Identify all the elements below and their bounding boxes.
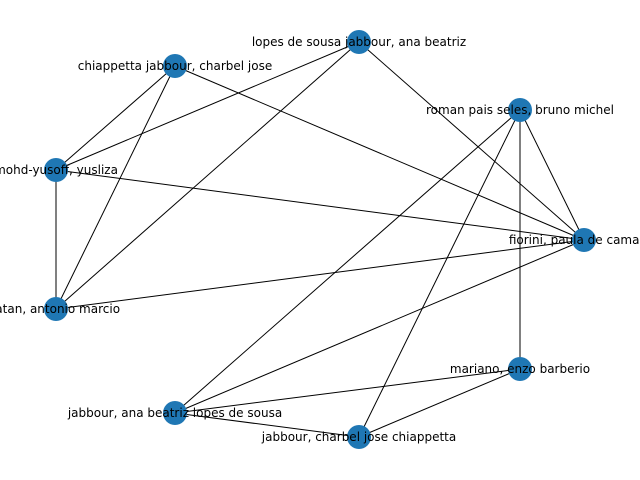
node-label-lopes_de_sousa: lopes de sousa jabbour, ana beatriz — [252, 35, 466, 49]
node-jabbour_charbel — [347, 425, 371, 449]
node-fiorini — [572, 228, 596, 252]
node-roman_pais_seles — [508, 98, 532, 122]
node-label-roman_pais_seles: roman pais seles, bruno michel — [426, 103, 614, 117]
edge-roman_pais_seles-fiorini — [519, 109, 585, 241]
edge-lopes_de_sousa-fiorini — [358, 41, 585, 241]
edge-chiappetta_jabbour-yusoff — [55, 65, 176, 171]
edge-roman_pais_seles-jabbour_charbel — [358, 109, 521, 438]
node-label-yusoff: mohd-yusoff, yusliza — [0, 163, 118, 177]
node-label-fiorini: fiorini, paula de camargo — [509, 233, 640, 247]
node-jabbour_ana — [163, 401, 187, 425]
node-label-jabbour_ana: jabbour, ana beatriz lopes de sousa — [67, 406, 282, 420]
edge-roman_pais_seles-jabbour_ana — [174, 109, 521, 414]
node-label-jabbour_charbel: jabbour, charbel jose chiappetta — [261, 430, 456, 444]
node-lopes_de_sousa — [347, 30, 371, 54]
edge-chiappetta_jabbour-latan — [55, 65, 176, 310]
edge-lopes_de_sousa-latan — [55, 41, 360, 310]
edges-layer — [55, 41, 585, 438]
labels-layer: lopes de sousa jabbour, ana beatriz chiap… — [0, 35, 640, 444]
edge-yusoff-fiorini — [55, 169, 585, 241]
edge-lopes_de_sousa-yusoff — [55, 41, 360, 171]
node-mariano — [508, 357, 532, 381]
edge-jabbour_ana-mariano — [174, 368, 521, 414]
node-label-latan: latan, antonio marcio — [0, 302, 120, 316]
node-latan — [44, 297, 68, 321]
node-yusoff — [44, 158, 68, 182]
edge-fiorini-jabbour_ana — [174, 239, 585, 414]
edge-jabbour_charbel-mariano — [358, 368, 521, 438]
nodes-layer — [44, 30, 596, 449]
edge-chiappetta_jabbour-fiorini — [174, 65, 585, 241]
node-label-chiappetta_jabbour: chiappetta jabbour, charbel jose — [78, 59, 272, 73]
edge-latan-fiorini — [55, 239, 585, 310]
node-label-mariano: mariano, enzo barberio — [450, 362, 590, 376]
node-chiappetta_jabbour — [163, 54, 187, 78]
edge-jabbour_ana-jabbour_charbel — [174, 412, 360, 438]
